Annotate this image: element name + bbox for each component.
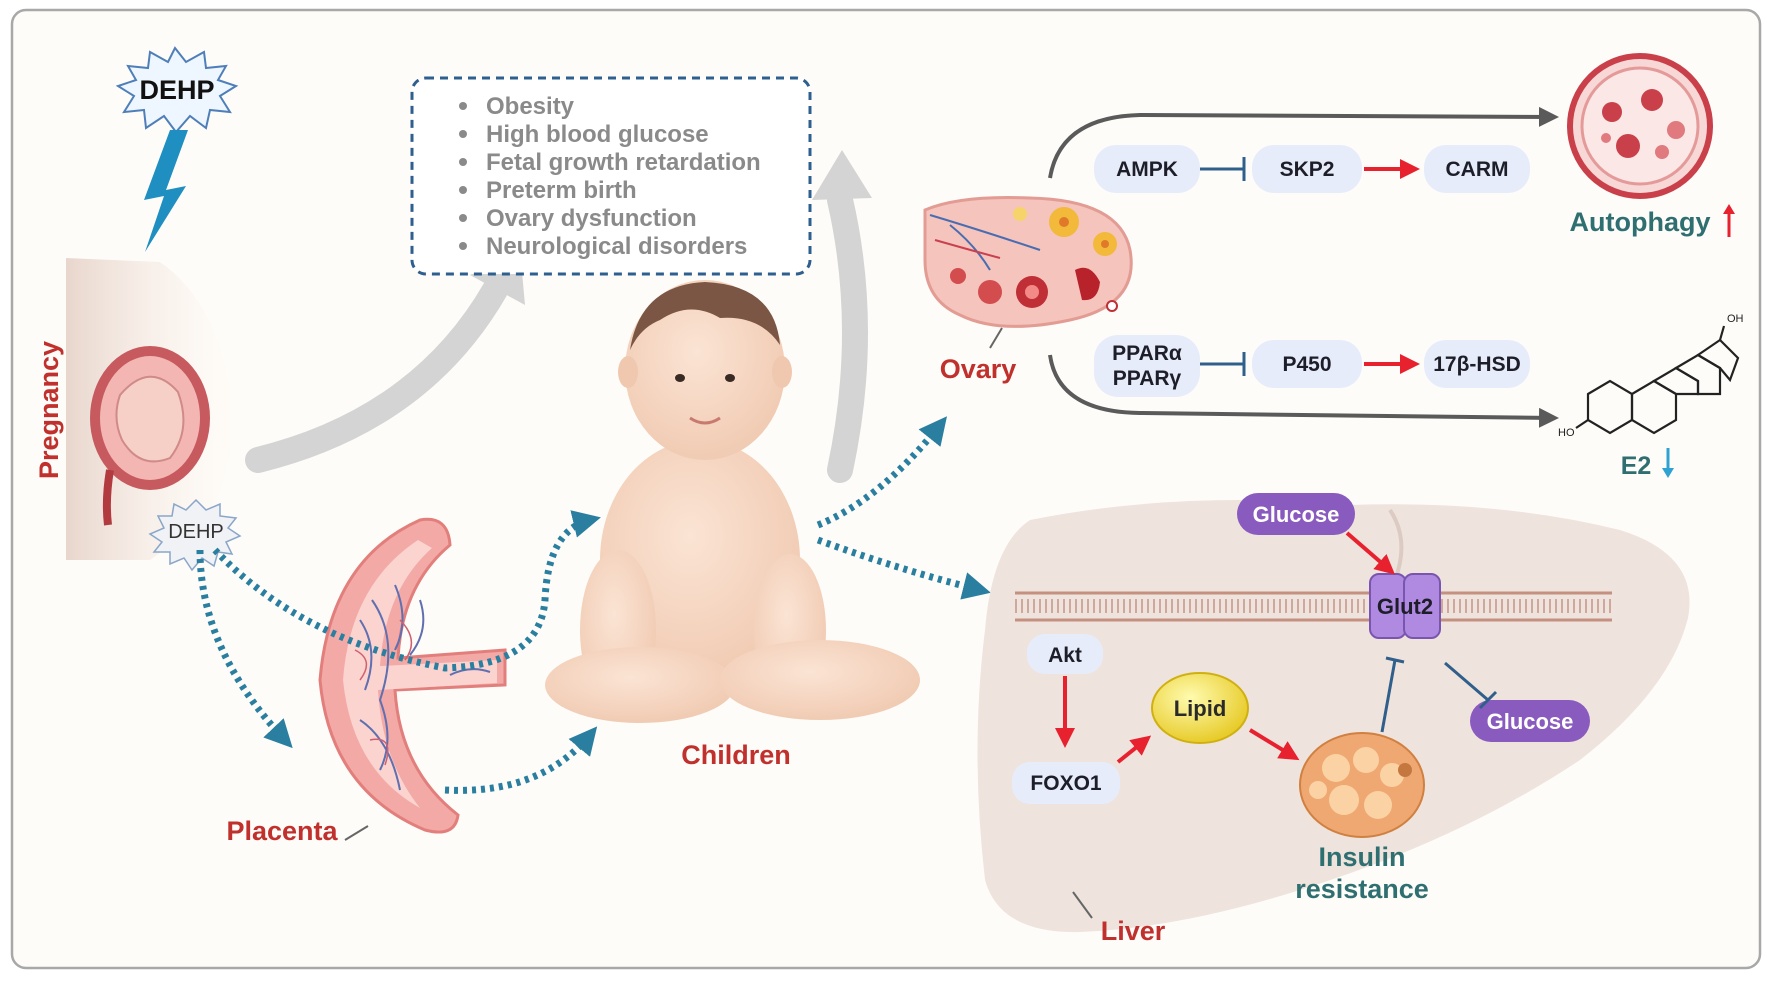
outcome-item: Preterm birth xyxy=(486,177,637,204)
child-illustration xyxy=(545,280,920,723)
dotted-arrow-child-to-liver xyxy=(816,536,991,600)
ppar-gamma-label: PPARγ xyxy=(1113,367,1182,390)
dehp-top-label: DEHP xyxy=(139,75,214,105)
placenta-illustration xyxy=(318,517,507,834)
liver-label: Liver xyxy=(1101,916,1166,946)
pill-17b-hsd xyxy=(1424,340,1530,388)
outcome-item: Fetal growth retardation xyxy=(486,149,761,176)
ppar-alpha-label: PPARα xyxy=(1112,342,1182,365)
children-label: Children xyxy=(681,740,791,770)
fetus-icon xyxy=(115,375,185,463)
dotted-arrow-placenta-to-child xyxy=(444,726,598,794)
akt-label: Akt xyxy=(1048,644,1082,667)
cell-membrane xyxy=(1015,591,1612,622)
gray-arrow-children-to-outcomes xyxy=(827,187,868,483)
insulin-resistance-label-1: Insulin xyxy=(1319,842,1406,872)
outcome-item: Ovary dysfunction xyxy=(486,205,697,232)
dehp-small-label: DEHP xyxy=(168,521,224,543)
activation-arrow xyxy=(1248,728,1300,761)
pill-ppar xyxy=(1094,335,1200,397)
activation-arrow xyxy=(1116,735,1152,764)
autophagy-label: Autophagy xyxy=(1570,207,1711,237)
placenta-label: Placenta xyxy=(226,816,338,846)
gray-arrow-to-autophagy xyxy=(1048,106,1559,179)
inhibition-line xyxy=(1380,659,1397,733)
pill-skp2 xyxy=(1252,145,1362,193)
pill-akt xyxy=(1027,634,1103,674)
carm-label: CARM xyxy=(1446,158,1509,181)
foxo1-label: FOXO1 xyxy=(1030,772,1102,795)
pill-carm xyxy=(1424,145,1530,193)
insulin-resistance-label-2: resistance xyxy=(1295,874,1429,904)
lipid-label: Lipid xyxy=(1174,696,1227,721)
glut2-transporter: Glut2 xyxy=(1369,573,1441,639)
gray-arrow-pregnancy-to-outcomes xyxy=(245,277,508,473)
glucose-bottom-label: Glucose xyxy=(1487,709,1574,734)
outcome-item: Obesity xyxy=(486,93,575,120)
dotted-arrow-dehp-to-child xyxy=(212,510,601,672)
inhibition-line xyxy=(1444,661,1489,702)
ho-label: HO xyxy=(1558,427,1575,439)
liver-shape xyxy=(977,500,1690,933)
outcome-item: Neurological disorders xyxy=(486,233,747,260)
pregnancy-label: Pregnancy xyxy=(34,341,64,479)
dotted-arrow-child-to-ovary xyxy=(816,416,947,529)
skp2-label: SKP2 xyxy=(1280,158,1335,181)
e2-label: E2 xyxy=(1621,452,1652,480)
pill-p450 xyxy=(1252,340,1362,388)
dotted-arrow-dehp-to-placenta xyxy=(196,549,293,749)
oh-label: OH xyxy=(1727,313,1744,325)
lipid-droplet-icon xyxy=(1151,672,1249,744)
ampk-label: AMPK xyxy=(1116,158,1178,181)
outcomes-list: Obesity High blood glucose Fetal growth … xyxy=(459,93,761,260)
ovary-illustration xyxy=(923,196,1133,328)
outcome-item: High blood glucose xyxy=(486,121,709,148)
estradiol-structure-icon xyxy=(1575,325,1740,435)
17b-hsd-label: 17β-HSD xyxy=(1433,353,1521,376)
ovary-label: Ovary xyxy=(940,354,1017,384)
glucose-top-label: Glucose xyxy=(1253,502,1340,527)
pill-foxo1 xyxy=(1012,762,1120,804)
pill-ampk xyxy=(1094,145,1200,193)
dotted-arrows xyxy=(196,416,991,794)
gray-arrowhead-2 xyxy=(812,150,872,200)
glucose-bottom-pill xyxy=(1470,700,1590,742)
glucose-top-pill xyxy=(1237,493,1355,535)
gray-arrow-to-e2 xyxy=(1048,354,1559,428)
p450-label: P450 xyxy=(1282,353,1331,376)
pregnant-body-illustration xyxy=(66,258,232,560)
outcomes-box xyxy=(410,76,812,276)
fat-cell-icon xyxy=(1299,732,1425,838)
lightning-bolt-icon xyxy=(144,130,188,252)
activation-arrow xyxy=(1345,531,1396,575)
autophagy-cell-icon xyxy=(1567,53,1713,199)
glut2-label: Glut2 xyxy=(1377,594,1433,619)
